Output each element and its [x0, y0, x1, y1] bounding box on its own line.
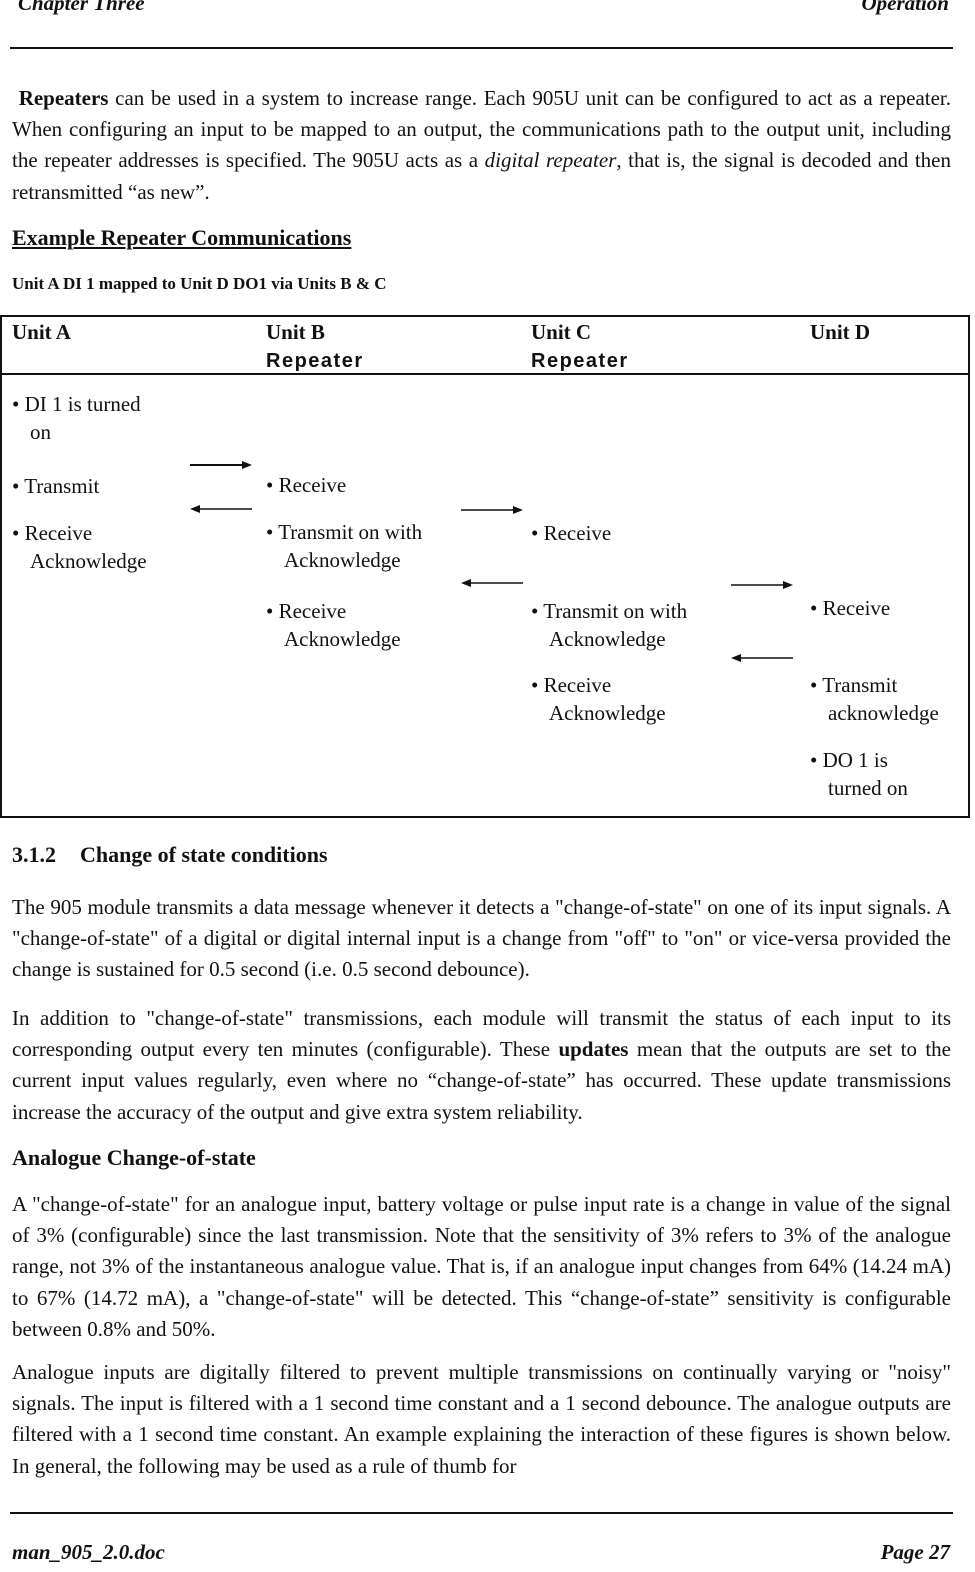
arrow-right-a-to-b	[190, 458, 252, 472]
table-header-divider	[0, 373, 970, 375]
footer-page-number: Page 27	[880, 1540, 950, 1564]
arrow-right-c-to-d	[731, 578, 793, 592]
updates-term: updates	[558, 1037, 629, 1062]
arrow-left-c-to-b	[461, 576, 523, 590]
unit-a-transmit: • Transmit	[12, 474, 100, 498]
arrow-left-d-to-c	[731, 651, 793, 665]
chapter-header: Chapter Three	[18, 0, 145, 15]
example-heading: Example Repeater Communications	[12, 225, 352, 250]
repeaters-term: Repeaters	[18, 86, 109, 110]
arrow-left-b-to-a	[190, 502, 252, 516]
cos-paragraph-1: The 905 module transmits a data message …	[12, 895, 951, 982]
intro-paragraph: Repeaters can be used in a system to inc…	[12, 86, 952, 204]
section-header: Operation	[861, 0, 949, 15]
col-unit-a: Unit A	[12, 320, 71, 344]
footer-filename: man_905_2.0.doc	[12, 1540, 165, 1564]
footer-rule	[10, 1512, 953, 1514]
arrow-right-b-to-c	[461, 503, 523, 517]
unit-b-receive: • Receive	[266, 473, 347, 497]
header-rule	[10, 47, 953, 49]
analogue-heading: Analogue Change-of-state	[12, 1145, 256, 1170]
digital-repeater-term: digital repeater	[484, 148, 617, 173]
cos-paragraph-2: In addition to "change-of-state" transmi…	[12, 1006, 951, 1124]
analogue-paragraph-2: Analogue inputs are digitally filtered t…	[12, 1360, 951, 1478]
col-unit-d: Unit D	[810, 320, 871, 344]
unit-d-receive: • Receive	[810, 596, 891, 620]
repeater-table	[0, 315, 970, 818]
analogue-paragraph-1: A "change-of-state" for an analogue inpu…	[12, 1192, 951, 1341]
unit-c-receive: • Receive	[531, 521, 612, 545]
example-caption: Unit A DI 1 mapped to Unit D DO1 via Uni…	[12, 274, 387, 293]
